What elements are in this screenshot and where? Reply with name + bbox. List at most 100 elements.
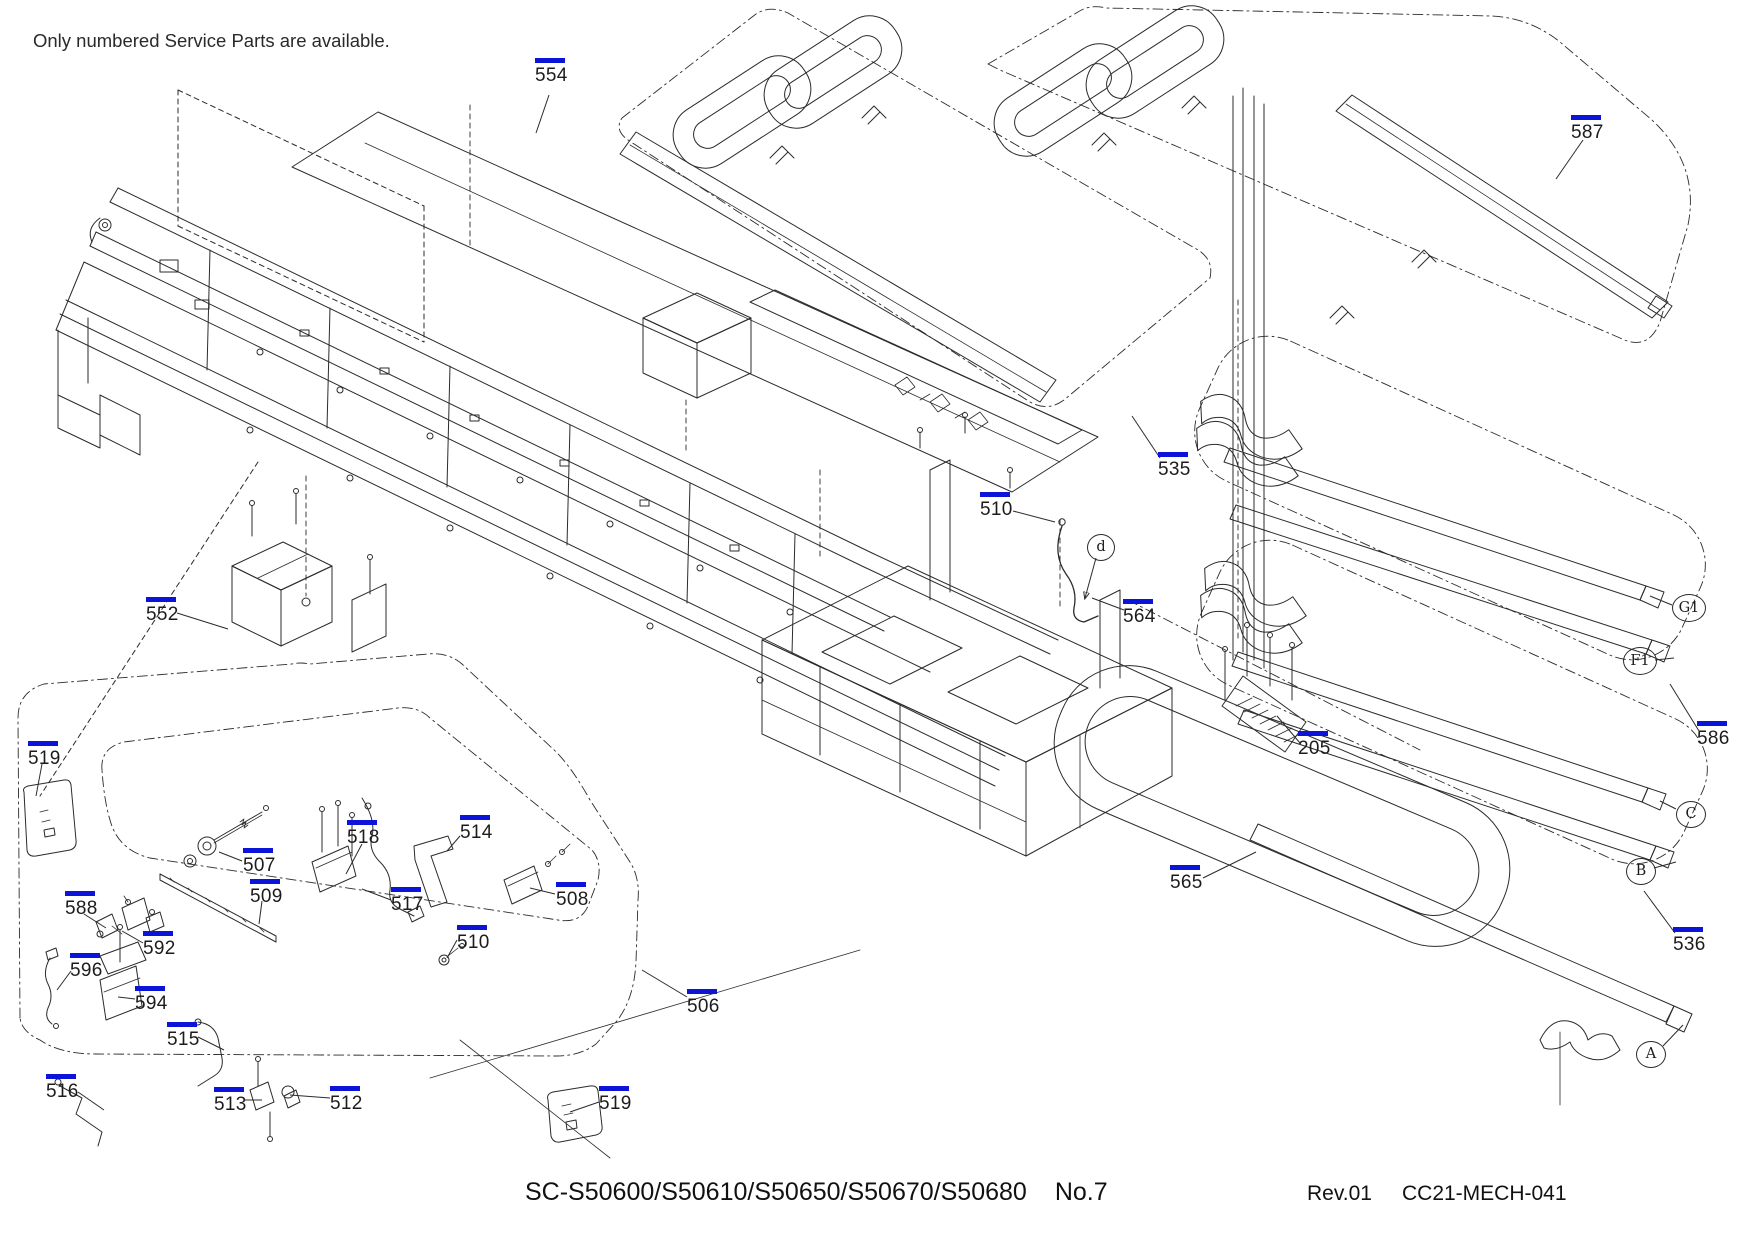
- part-callout-596: 596: [70, 953, 103, 980]
- callout-number: 508: [556, 889, 589, 910]
- callout-marker-bar: [1673, 927, 1703, 932]
- bar-a: [429, 823, 1693, 1159]
- callout-marker-bar: [46, 1074, 76, 1079]
- callout-number: 552: [146, 604, 179, 625]
- leader-line: [1091, 597, 1125, 611]
- callout-number: 516: [46, 1081, 79, 1102]
- leader-line: [535, 94, 550, 134]
- part-callout-519-left: 519: [28, 741, 61, 768]
- part-callout-205: 205: [1298, 731, 1331, 758]
- part-callout-514: 514: [460, 815, 493, 842]
- ref-bubble-d: d: [1087, 533, 1115, 561]
- carriage-assembly: [761, 412, 1173, 857]
- callout-marker-bar: [347, 820, 377, 825]
- callout-number: 518: [347, 827, 380, 848]
- part-callout-518: 518: [347, 820, 380, 847]
- callout-number: 506: [687, 996, 720, 1017]
- part-callout-552: 552: [146, 597, 179, 624]
- callout-marker-bar: [167, 1022, 197, 1027]
- wire-564: [1057, 518, 1099, 623]
- callout-marker-bar: [330, 1086, 360, 1091]
- leader-line: [1555, 139, 1584, 180]
- part-callout-508: 508: [556, 882, 589, 909]
- part-callout-535: 535: [1158, 452, 1191, 479]
- callout-number: 535: [1158, 459, 1191, 480]
- part-callout-515: 515: [167, 1022, 200, 1049]
- ref-bubble-c: C: [1676, 800, 1706, 828]
- model-list: SC-S50600/S50610/S50650/S50670/S50680: [525, 1178, 1027, 1206]
- leader-line: [258, 900, 263, 925]
- leader-line: [1653, 861, 1677, 869]
- part-callout-594: 594: [135, 986, 168, 1013]
- callout-number: 536: [1673, 934, 1706, 955]
- callout-number: 596: [70, 960, 103, 981]
- callout-marker-bar: [146, 597, 176, 602]
- leader-line: [197, 1036, 225, 1051]
- leader-line: [77, 1091, 105, 1111]
- callout-number: 515: [167, 1029, 200, 1050]
- part-callout-509: 509: [250, 879, 283, 906]
- callout-marker-bar: [1298, 731, 1328, 736]
- belt-565: [1053, 665, 1511, 947]
- callout-marker-bar: [135, 986, 165, 991]
- callout-number: 510: [980, 499, 1013, 520]
- part-callout-510-bottom: 510: [457, 925, 490, 952]
- leader-line: [345, 843, 363, 875]
- callout-number: 588: [65, 898, 98, 919]
- callout-marker-bar: [460, 815, 490, 820]
- callout-number: 205: [1298, 738, 1331, 759]
- small-parts: [23, 779, 603, 1147]
- part-callout-565: 565: [1170, 865, 1203, 892]
- part-callout-519-bottom: 519: [599, 1086, 632, 1113]
- leader-line: [1131, 415, 1161, 459]
- leader-line: [1649, 595, 1673, 606]
- sheet-number: No.7: [1054, 1178, 1108, 1206]
- part-callout-588: 588: [65, 891, 98, 918]
- doc-code: CC21-MECH-041: [1401, 1182, 1567, 1205]
- leader-line: [176, 612, 229, 630]
- callout-number: 507: [243, 855, 276, 876]
- leader-line: [56, 970, 72, 991]
- part-callout-536: 536: [1673, 927, 1706, 954]
- callout-number: 554: [535, 65, 568, 86]
- connector-205: [1127, 87, 1421, 753]
- leader-line: [641, 969, 688, 998]
- ref-bubble-a: A: [1636, 1040, 1666, 1068]
- part-callout-510-top: 510: [980, 492, 1013, 519]
- part-callout-592: 592: [143, 931, 176, 958]
- callout-marker-bar: [1170, 865, 1200, 870]
- ref-bubble-f1: F1: [1623, 647, 1657, 675]
- callout-number: 594: [135, 993, 168, 1014]
- callout-number: 514: [460, 822, 493, 843]
- revision-label: Rev.01: [1307, 1182, 1372, 1205]
- callout-marker-bar: [214, 1087, 244, 1092]
- part-callout-587: 587: [1571, 115, 1604, 142]
- cover-552: [231, 475, 387, 653]
- callout-marker-bar: [65, 891, 95, 896]
- leader-line: [1643, 890, 1676, 934]
- part-callout-506: 506: [687, 989, 720, 1016]
- leader-line: [289, 1094, 331, 1099]
- callout-marker-bar: [599, 1086, 629, 1091]
- part-callout-512: 512: [330, 1086, 363, 1113]
- leader-line: [1085, 557, 1097, 598]
- leader-line: [1669, 683, 1700, 732]
- footer-title: SC-S50600/S50610/S50650/S50670/S50680 No…: [525, 1178, 1108, 1207]
- callout-marker-bar: [687, 989, 717, 994]
- callout-number: 513: [214, 1094, 247, 1115]
- callout-number: 564: [1123, 606, 1156, 627]
- leader-line: [218, 851, 243, 862]
- leader-line: [569, 1101, 600, 1113]
- callout-number: 510: [457, 932, 490, 953]
- leader-line: [1659, 800, 1677, 810]
- callout-number: 587: [1571, 122, 1604, 143]
- leader-line: [446, 835, 461, 852]
- duct-region-587: [986, 5, 1691, 343]
- ref-bubble-b: B: [1626, 857, 1656, 885]
- leader-line: [1276, 715, 1301, 744]
- ref-bubble-g1: G1: [1672, 594, 1706, 622]
- callout-marker-bar: [980, 492, 1010, 497]
- callout-number: 519: [599, 1093, 632, 1114]
- leader-line: [121, 930, 144, 944]
